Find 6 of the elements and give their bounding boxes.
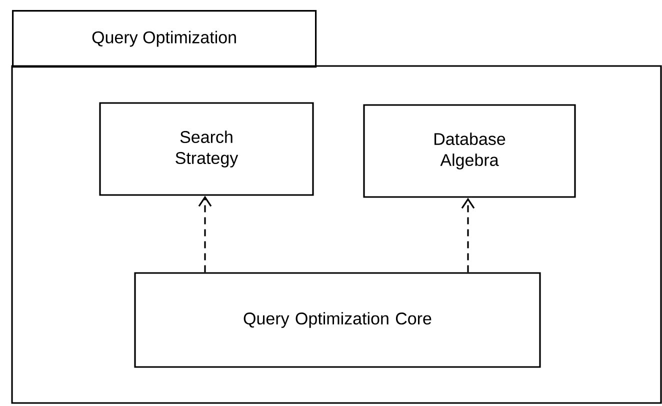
dependency-arrow [198, 196, 212, 272]
component-box: Query Optimization Core [134, 272, 541, 368]
node-label: Query Optimization [92, 30, 236, 47]
component-box: Search Strategy [99, 102, 314, 196]
component-box: Database Algebra [363, 104, 576, 198]
dependency-arrow [461, 198, 475, 272]
